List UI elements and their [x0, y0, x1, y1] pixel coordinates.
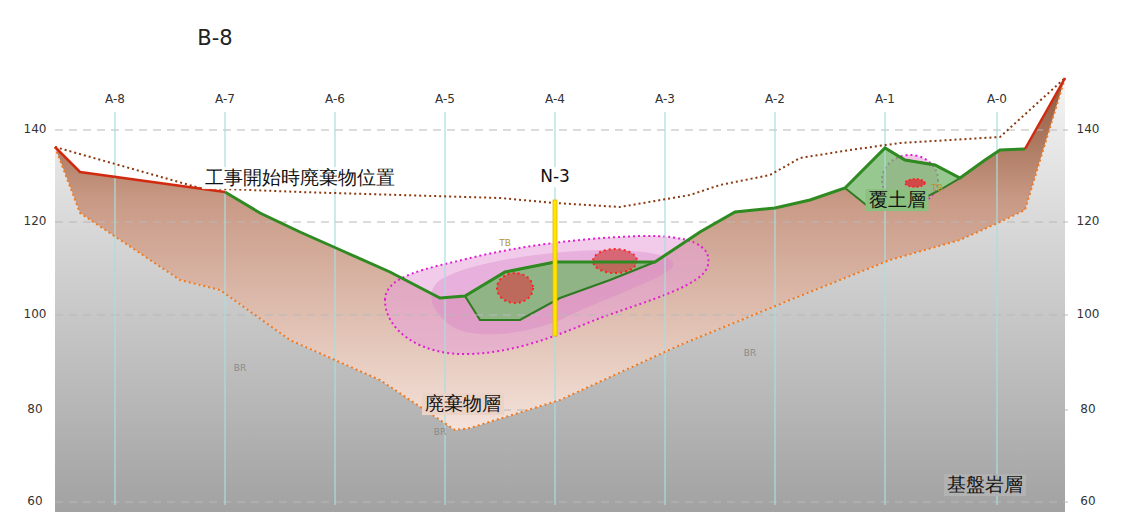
rock-mark: BR — [744, 348, 756, 358]
waste-bottom-line — [55, 78, 1065, 430]
station-label: A-3 — [655, 93, 675, 107]
rock-mark: BR — [234, 363, 246, 373]
grid — [55, 130, 1068, 502]
elevation-label: 80 — [1080, 403, 1095, 417]
layer-label: 覆土層 — [866, 189, 929, 211]
station-label: A-4 — [545, 93, 565, 107]
elevation-label: 80 — [27, 403, 42, 417]
layer-label: 廃棄物層 — [422, 393, 504, 415]
old-surface-line — [55, 147, 225, 192]
elevation-label: 140 — [1077, 123, 1100, 137]
section-title: B-8 — [197, 26, 232, 50]
elevation-label: 120 — [24, 215, 47, 229]
layer-label: 基盤岩層 — [944, 474, 1026, 496]
elevation-label: 100 — [1077, 308, 1100, 322]
station-label: A-5 — [435, 93, 455, 107]
rock-mark: BR — [434, 427, 446, 437]
station-label: A-1 — [875, 93, 895, 107]
bedrock — [55, 78, 1065, 512]
old-surface-line — [1025, 78, 1065, 149]
station-label: A-8 — [105, 93, 125, 107]
waste-layer — [55, 78, 1065, 430]
elevation-label: 60 — [27, 495, 42, 509]
elevation-label: 100 — [24, 308, 47, 322]
layer-label: 工事開始時廃棄物位置 — [202, 167, 398, 189]
station-label: A-6 — [325, 93, 345, 107]
elevation-label: 60 — [1080, 495, 1095, 509]
elevation-label: 120 — [1077, 215, 1100, 229]
station-label: A-7 — [215, 93, 235, 107]
borehole — [553, 200, 557, 336]
initial-waste-line — [55, 78, 1065, 207]
station-label: A-2 — [765, 93, 785, 107]
zone-mark: TB — [499, 238, 511, 248]
hot-spot — [905, 179, 925, 187]
hot-spot — [497, 273, 533, 303]
zone-mark: TB — [931, 183, 943, 193]
borehole-label: N-3 — [537, 167, 573, 187]
station-label: A-0 — [987, 93, 1007, 107]
elevation-label: 140 — [24, 123, 47, 137]
